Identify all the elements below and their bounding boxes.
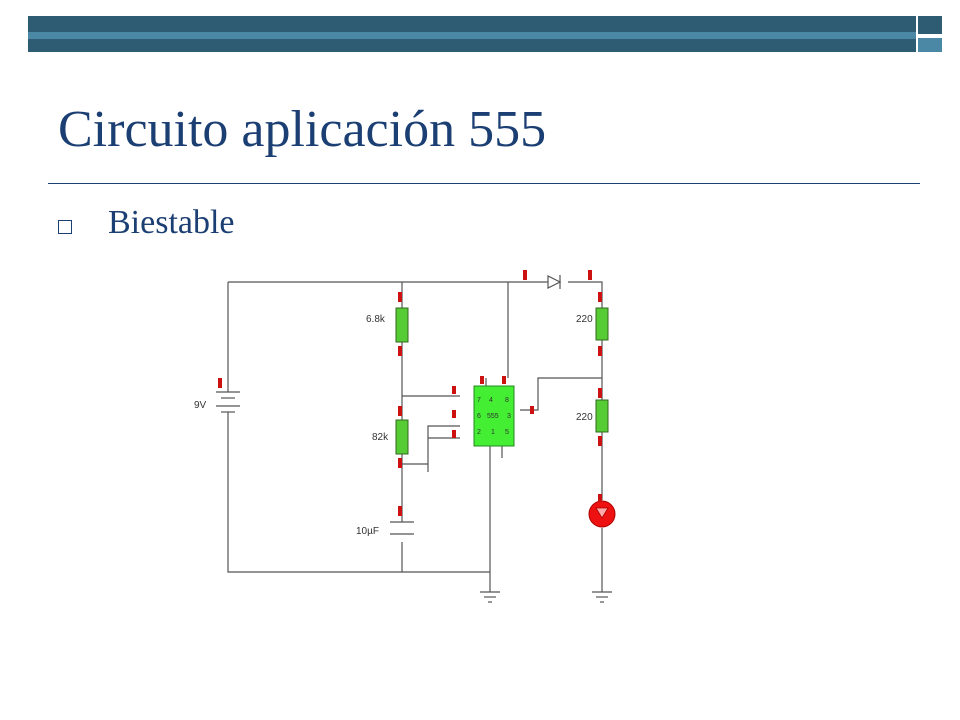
ic-pin-5: 5	[505, 429, 509, 436]
slide-title: Circuito aplicación 555	[58, 101, 547, 158]
probe-markers	[218, 270, 602, 516]
bullet-square-icon	[58, 220, 72, 234]
resistor-r3	[595, 307, 609, 341]
cap-label: 10µF	[356, 526, 379, 537]
r3-label: 220	[576, 314, 593, 325]
ic-pin-2: 2	[477, 429, 481, 436]
resistor-r1	[395, 307, 409, 343]
title-bar-decoration	[28, 16, 916, 52]
r2-label: 82k	[372, 432, 389, 443]
resistor-r2	[395, 419, 409, 455]
battery-label: 9V	[194, 400, 207, 411]
ic-pin-4: 4	[489, 397, 493, 404]
ic-555	[473, 385, 515, 447]
ic-pin-7: 7	[477, 397, 481, 404]
ic-pin-6: 6	[477, 413, 481, 420]
circuit-diagram: 9V 6.8k 82k 10µF 220 220 7 4 8 6 555 3 2…	[190, 260, 630, 612]
resistor-r4	[595, 399, 609, 433]
ic-pin-1: 1	[491, 429, 495, 436]
corner-decoration	[918, 16, 942, 52]
title-rule	[48, 183, 920, 184]
ic-label: 555	[487, 413, 499, 420]
bullet-item: Biestable	[108, 204, 235, 241]
ic-pin-3: 3	[507, 413, 511, 420]
title-bar-stripe	[28, 32, 916, 39]
ic-pin-8: 8	[505, 397, 509, 404]
r4-label: 220	[576, 412, 593, 423]
r1-label: 6.8k	[366, 314, 386, 325]
